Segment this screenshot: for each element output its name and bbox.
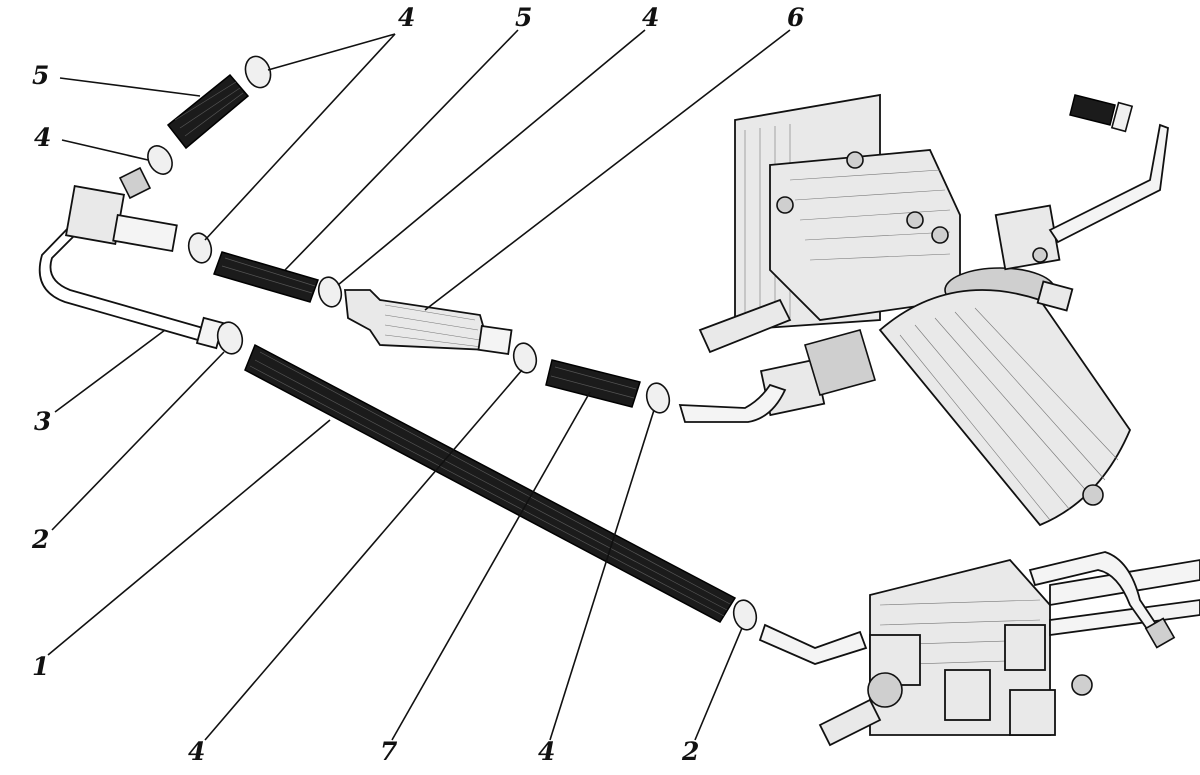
clamps xyxy=(147,55,758,631)
callout-4-upper-left: 4 xyxy=(34,123,51,152)
callout-4-top-a: 4 xyxy=(398,3,415,32)
callout-4-bottom-b: 4 xyxy=(538,737,555,766)
callout-3: 3 xyxy=(34,407,51,436)
hose-1-long xyxy=(244,343,737,623)
hose-7 xyxy=(545,359,641,408)
callout-7: 7 xyxy=(380,737,398,766)
callout-5-upper-left: 5 xyxy=(32,61,49,90)
callout-2-right: 2 xyxy=(681,737,699,766)
callout-4-bottom-a: 4 xyxy=(188,737,205,766)
hose-5-middle xyxy=(213,251,319,303)
callout-labels: 5 4 4 5 4 6 3 2 1 4 7 4 2 xyxy=(31,3,804,766)
callout-4-top-b: 4 xyxy=(642,3,659,32)
filter-inlet-tube xyxy=(678,383,787,423)
hose-5-upper xyxy=(166,73,250,150)
tube-3 xyxy=(38,166,225,350)
pump-inlet-tube xyxy=(758,623,868,665)
injection-pump-assembly xyxy=(818,551,1200,747)
fuel-filter-assembly xyxy=(698,93,1169,527)
callout-2-left: 2 xyxy=(31,525,49,554)
inline-filter-6 xyxy=(343,289,513,355)
leader-lines xyxy=(47,29,791,741)
callout-1: 1 xyxy=(32,652,49,681)
callout-6-top: 6 xyxy=(787,3,804,32)
callout-5-top: 5 xyxy=(515,3,532,32)
